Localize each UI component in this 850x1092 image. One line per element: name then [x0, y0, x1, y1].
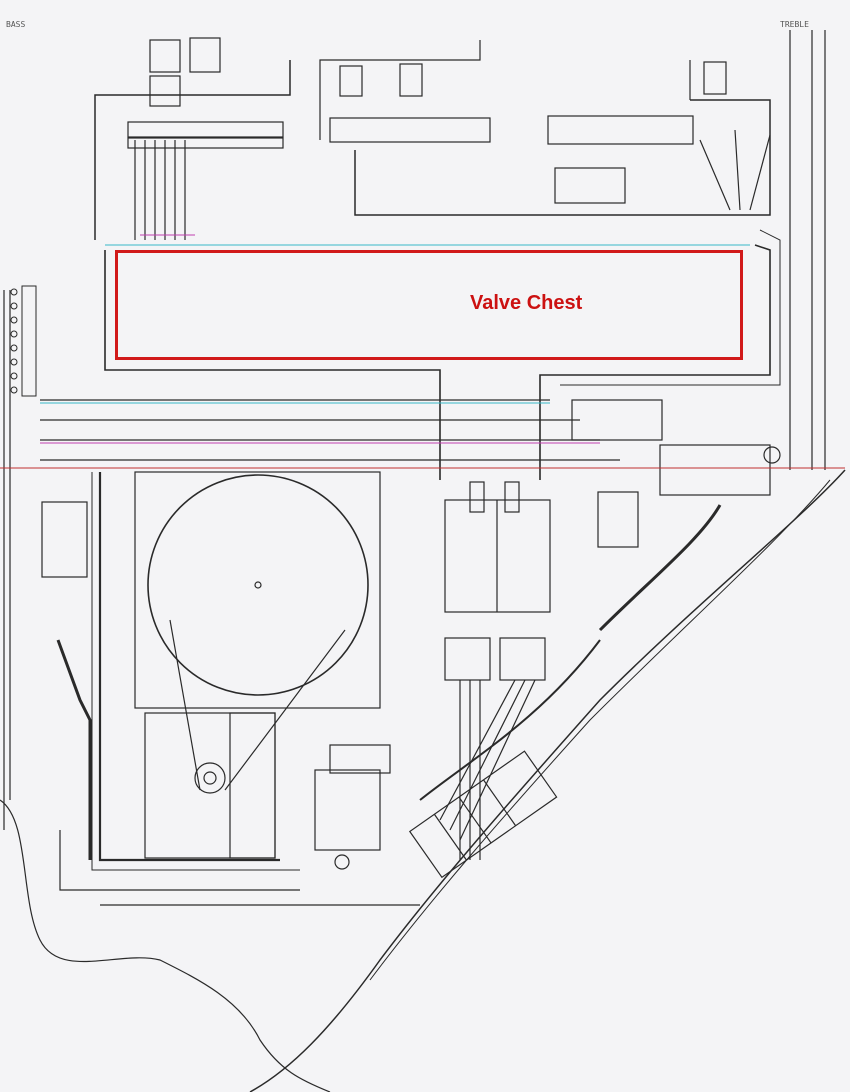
valve-chest-label: Valve Chest [470, 292, 583, 314]
bass-corner-label: BASS [6, 20, 26, 29]
valve-chest-highlight [115, 250, 743, 360]
treble-corner-label: TREBLE [780, 20, 809, 29]
